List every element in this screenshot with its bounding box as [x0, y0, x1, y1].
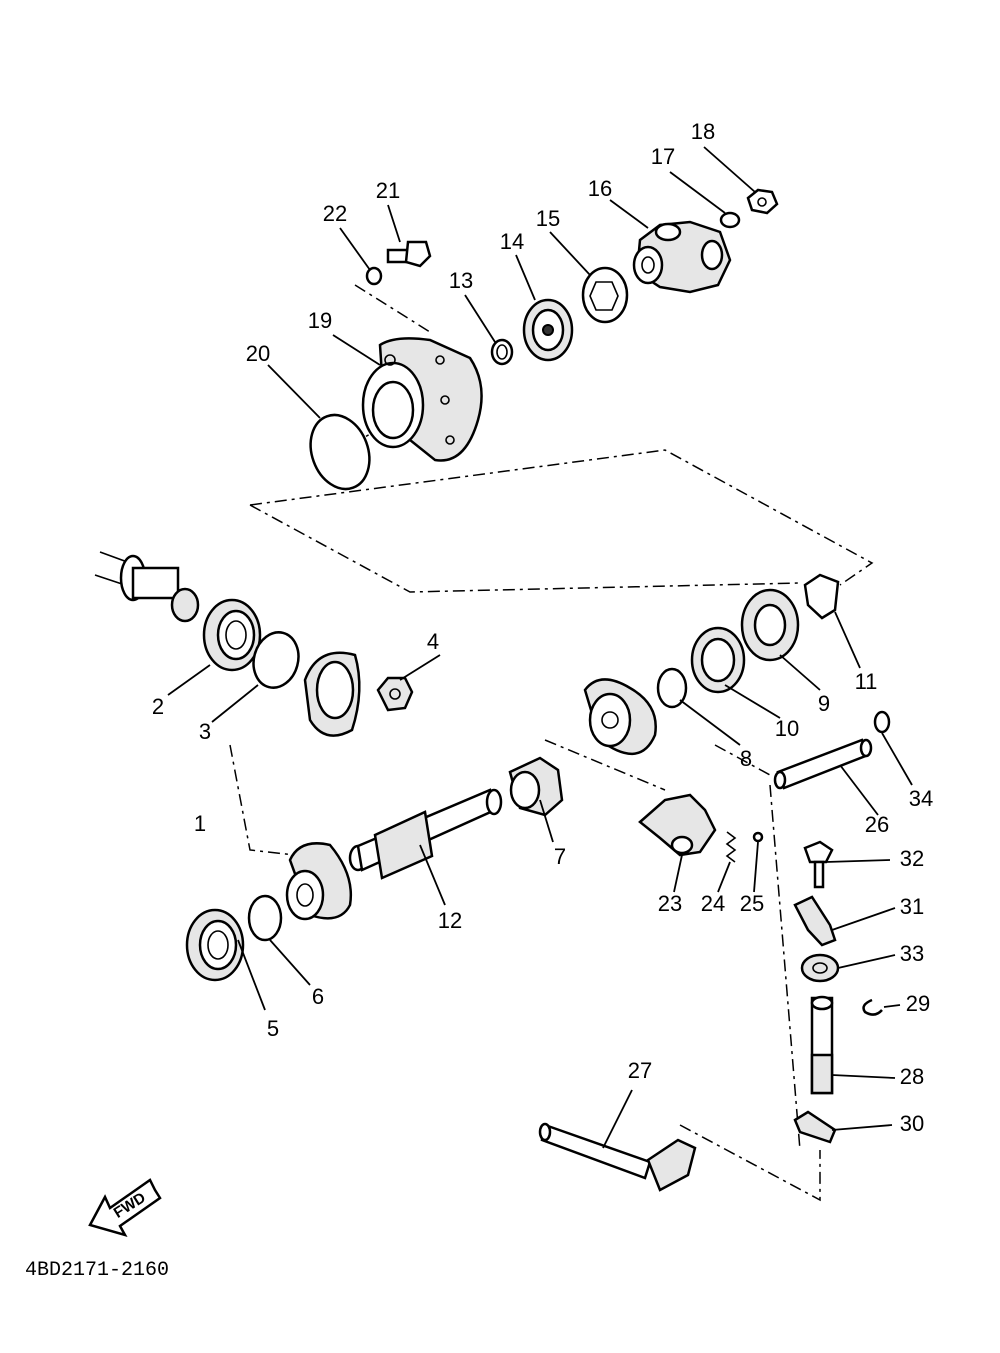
part-33-nut [800, 953, 840, 983]
part-20-gasket [309, 413, 371, 491]
callout-14: 14 [500, 229, 524, 254]
callout-25: 25 [740, 891, 764, 916]
callout-34: 34 [909, 786, 933, 811]
callout-24: 24 [701, 891, 725, 916]
callout-20: 20 [246, 341, 270, 366]
callout-23: 23 [658, 891, 682, 916]
part-4-nut [376, 676, 414, 712]
part-28-shift-shaft [810, 995, 834, 1095]
callout-33: 33 [900, 941, 924, 966]
callout-21: 21 [376, 178, 400, 203]
part-22-washer [365, 266, 383, 286]
part-3-o-ring [252, 631, 300, 689]
part-18-nut [746, 188, 779, 215]
fwd-arrow: FWD [88, 1178, 162, 1238]
part-24-spring [725, 831, 737, 863]
callout-15: 15 [536, 206, 560, 231]
part-30-arm [793, 1110, 837, 1144]
part-1-bevel-gear-ring [303, 651, 361, 737]
leader-lines [167, 146, 913, 1149]
part-27-shift-rod [538, 1122, 697, 1192]
callout-26: 26 [865, 812, 889, 837]
callout-28: 28 [900, 1064, 924, 1089]
callout-16: 16 [588, 176, 612, 201]
part-8-shim [656, 667, 688, 709]
part-7-dog-clutch [508, 756, 564, 817]
callout-5: 5 [267, 1016, 279, 1041]
callout-30: 30 [900, 1111, 924, 1136]
shaft-stub [94, 551, 200, 623]
part-32-bolt [803, 840, 834, 889]
callout-31: 31 [900, 894, 924, 919]
callout-3: 3 [199, 719, 211, 744]
part-10-shim-plate [690, 626, 746, 694]
part-17-washer [719, 211, 741, 229]
part-6-shim [247, 894, 283, 942]
callout-18: 18 [691, 119, 715, 144]
part-21-bolt [386, 240, 432, 268]
part-5-bearing [185, 908, 245, 982]
part-29-circlip [862, 998, 883, 1016]
part-12-propeller-shaft [348, 788, 503, 880]
callout-32: 32 [900, 846, 924, 871]
part-9-bearing [740, 588, 800, 662]
part-25-ball [752, 831, 764, 843]
part-14-bearing [522, 298, 574, 362]
callout-27: 27 [628, 1058, 652, 1083]
callout-29: 29 [906, 991, 930, 1016]
callout-4: 4 [427, 629, 439, 654]
part-bevel-gear-upper [583, 678, 657, 756]
part-23-shift-cam [638, 793, 717, 857]
callout-12: 12 [438, 908, 462, 933]
callout-8: 8 [740, 746, 752, 771]
part-31-lever [793, 895, 837, 947]
part-2-bearing [202, 598, 262, 672]
callout-1: 1 [194, 811, 206, 836]
part-11-clip [803, 573, 840, 620]
callout-10: 10 [775, 716, 799, 741]
callout-2: 2 [152, 694, 164, 719]
callout-11: 11 [855, 669, 878, 694]
part-19-bearing-housing [361, 337, 483, 462]
part-13-circlip [490, 338, 514, 366]
part-15-oil-seal [581, 266, 629, 324]
callout-17: 17 [651, 144, 675, 169]
part-26-shift-rod [773, 738, 873, 790]
callout-13: 13 [449, 268, 473, 293]
callout-labels: 1 2 3 4 5 6 7 8 9 10 11 12 13 14 15 16 1… [152, 119, 933, 1136]
callout-6: 6 [312, 984, 324, 1009]
part-16-yoke [632, 220, 732, 294]
callout-7: 7 [554, 844, 566, 869]
drawing-code: 4BD2171-2160 [25, 1259, 169, 1282]
callout-22: 22 [323, 201, 347, 226]
part-34-o-ring [873, 710, 891, 734]
part-bevel-gear-lower [285, 842, 352, 921]
callout-19: 19 [308, 308, 332, 333]
callout-9: 9 [818, 691, 830, 716]
